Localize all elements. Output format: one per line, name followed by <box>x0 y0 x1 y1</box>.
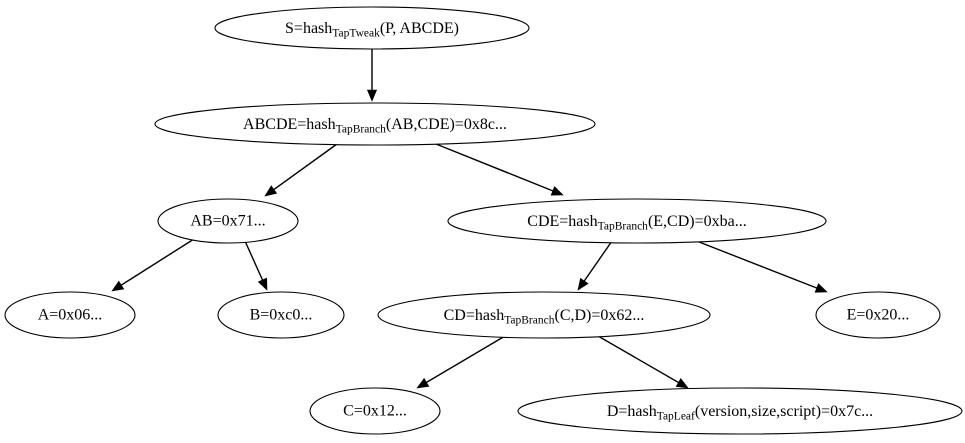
node-label: E=0x20... <box>847 307 910 324</box>
node-label: C=0x12... <box>343 403 407 420</box>
edge-line <box>119 238 195 287</box>
arrowhead-icon <box>416 377 430 389</box>
edge-line <box>271 143 338 192</box>
arrowhead-icon <box>814 283 828 293</box>
node-label: CD=hashTapBranch(C,D)=0x62... <box>444 307 645 326</box>
edge-cd-to-c <box>416 335 506 389</box>
edge-line <box>424 335 506 385</box>
node-ellipse[interactable] <box>157 198 299 244</box>
node-label: A=0x06... <box>38 307 103 324</box>
arrowhead-icon <box>366 89 378 102</box>
node-a[interactable]: A=0x06... <box>4 291 136 339</box>
node-label: B=0xc0... <box>250 307 313 324</box>
node-b[interactable]: B=0xc0... <box>217 291 345 339</box>
node-ellipse[interactable] <box>154 102 596 146</box>
node-label: AB=0x71... <box>190 213 265 230</box>
arrowhead-icon <box>264 185 278 197</box>
arrowhead-icon <box>257 277 268 291</box>
node-label: ABCDE=hashTapBranch(AB,CDE)=0x8c... <box>243 116 507 135</box>
node-ellipse[interactable] <box>4 291 136 339</box>
edge-cde-to-cd <box>577 240 613 291</box>
arrowhead-icon <box>111 280 125 292</box>
node-d[interactable]: D=hashTapLeaf(version,size,script)=0x7c.… <box>517 387 963 435</box>
node-ellipse[interactable] <box>377 291 711 339</box>
edge-abcde-to-cde <box>435 143 564 196</box>
edge-ab-to-b <box>244 240 268 291</box>
node-ellipse[interactable] <box>309 387 441 435</box>
edge-cde-to-e <box>693 239 828 293</box>
node-ellipse[interactable] <box>815 291 941 339</box>
edge-cd-to-d <box>597 335 689 389</box>
arrowhead-icon <box>550 186 564 196</box>
node-c[interactable]: C=0x12... <box>309 387 441 435</box>
node-label: S=hashTapTweak(P, ABCDE) <box>285 20 459 39</box>
node-cd[interactable]: CD=hashTapBranch(C,D)=0x62... <box>377 291 711 339</box>
edge-s-to-abcde <box>366 49 378 102</box>
node-ab[interactable]: AB=0x71... <box>157 198 299 244</box>
node-ellipse[interactable] <box>447 198 827 244</box>
arrowhead-icon <box>577 277 589 291</box>
node-e[interactable]: E=0x20... <box>815 291 941 339</box>
edge-ab-to-a <box>111 238 195 292</box>
node-ellipse[interactable] <box>517 387 963 435</box>
edge-line <box>693 239 819 290</box>
nodes-layer: S=hashTapTweak(P, ABCDE) ABCDE=hashTapBra… <box>4 6 963 435</box>
node-abcde[interactable]: ABCDE=hashTapBranch(AB,CDE)=0x8c... <box>154 102 596 146</box>
arrowhead-icon <box>675 377 689 389</box>
edge-line <box>582 240 613 284</box>
edge-line <box>597 335 681 385</box>
node-cde[interactable]: CDE=hashTapBranch(E,CD)=0xba... <box>447 198 827 244</box>
edge-line <box>244 240 264 283</box>
node-s[interactable]: S=hashTapTweak(P, ABCDE) <box>214 6 530 50</box>
node-ellipse[interactable] <box>214 6 530 50</box>
edge-abcde-to-ab <box>264 143 338 197</box>
edge-line <box>435 143 555 193</box>
edges-layer <box>111 49 828 389</box>
node-label: CDE=hashTapBranch(E,CD)=0xba... <box>527 213 746 232</box>
node-ellipse[interactable] <box>217 291 345 339</box>
node-label: D=hashTapLeaf(version,size,script)=0x7c.… <box>607 403 873 422</box>
